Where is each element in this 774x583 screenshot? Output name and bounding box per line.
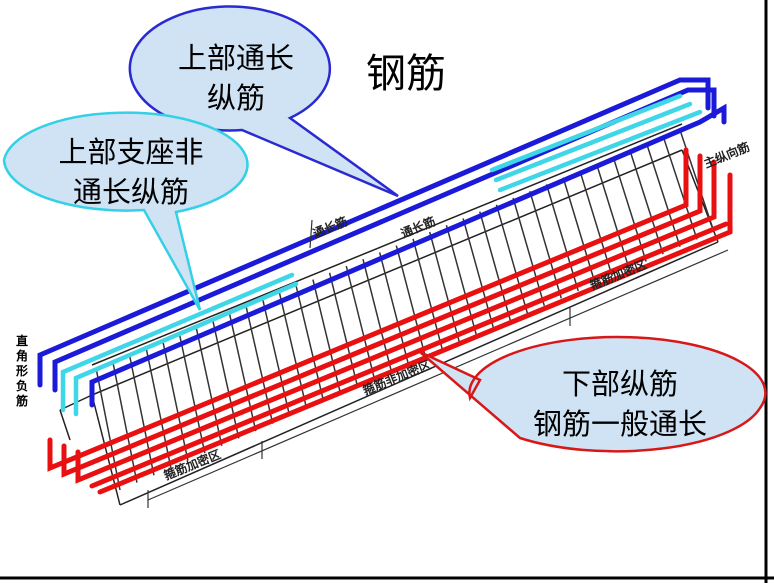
stirrup <box>629 150 664 255</box>
dimension-lines <box>147 219 729 508</box>
stirrup <box>145 347 172 469</box>
callout-bubble-lower <box>419 335 767 453</box>
label-right-end: 主纵向筋 <box>702 139 752 171</box>
upper-through-bars <box>37 77 727 408</box>
stirrup <box>162 340 189 461</box>
stirrup <box>95 367 121 491</box>
stirrup <box>228 313 257 432</box>
lower-longitudinal-bars <box>47 147 733 495</box>
callout-lower-line1: 下部纵筋 <box>561 367 678 401</box>
callout-upper-through-line1: 上部通长 <box>177 41 294 75</box>
label-left-vertical: 直角形负筋 <box>16 334 29 408</box>
stirrup <box>662 136 698 240</box>
stirrup <box>612 156 647 262</box>
callout-text-upper-through: 上部通长 纵筋 <box>146 38 326 118</box>
stirrup <box>128 354 155 476</box>
stirrup <box>645 143 681 247</box>
callout-lower-line2: 钢筋一般通长 <box>532 407 707 441</box>
callout-text-upper-support: 上部支座非 通长纵筋 <box>20 132 242 212</box>
callout-upper-support-line2: 通长纵筋 <box>72 175 189 209</box>
beam-outline <box>59 123 719 506</box>
stirrup <box>178 333 206 454</box>
callout-text-lower: 下部纵筋 钢筋一般通长 <box>500 364 740 444</box>
callout-bubble-upper-support <box>2 111 249 311</box>
stirrup <box>111 361 138 483</box>
callout-upper-support-line1: 上部支座非 <box>58 135 204 169</box>
page-title: 钢筋 <box>366 51 446 97</box>
stirrup <box>245 306 274 424</box>
stirrup <box>195 327 223 446</box>
callout-upper-through-line2: 纵筋 <box>206 81 265 115</box>
upper-support-bars <box>60 93 703 417</box>
stirrup <box>595 163 630 270</box>
stirrup <box>679 129 715 233</box>
stirrup <box>212 320 240 439</box>
